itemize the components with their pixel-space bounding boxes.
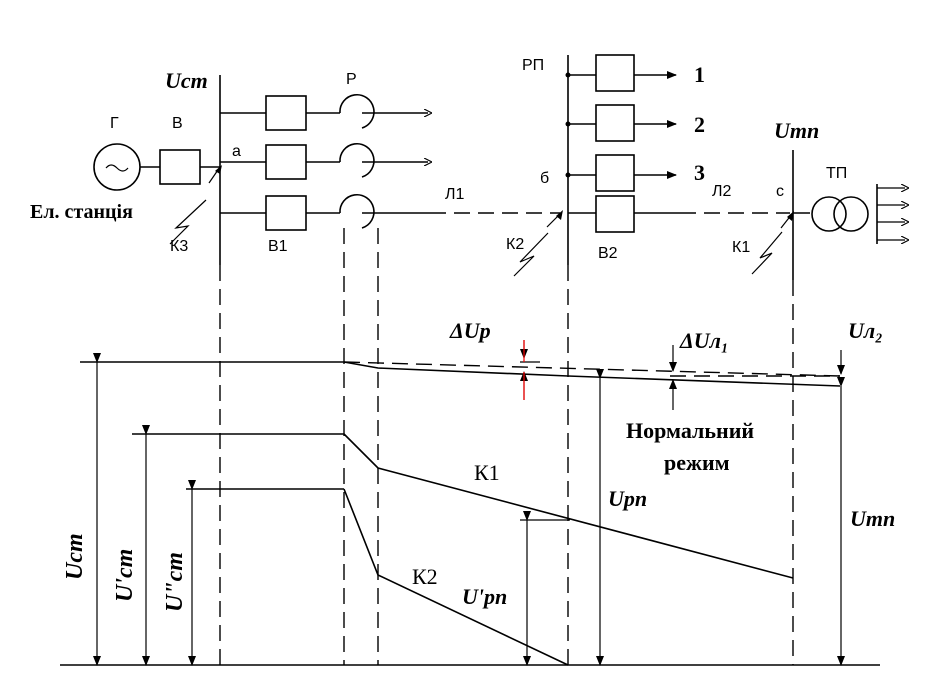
feeder-breaker-1 [265, 95, 307, 131]
label-normal-mode-2: режим [664, 450, 730, 475]
label-u-l2: Uл₂ [848, 318, 883, 343]
label-u-tp-top: Uтп [774, 118, 819, 143]
labels: Uст Г В Р а Ел. станція К3 В1 Л1 РП б К2… [30, 57, 895, 612]
label-k3: К3 [170, 238, 188, 255]
k1-curve [343, 433, 794, 579]
reactor-icon [339, 194, 375, 229]
label-g: Г [110, 115, 119, 132]
voltage-profile [60, 340, 880, 666]
label-rp: РП [522, 57, 544, 74]
label-u-rp-prime: U'рп [462, 584, 507, 609]
label-u-st-top: Uст [165, 68, 208, 93]
label-v1: В1 [268, 238, 288, 255]
label-k1-top: К1 [732, 239, 750, 256]
transformer-icon [811, 196, 869, 232]
label-k2-top: К2 [506, 236, 524, 253]
breaker-v [159, 149, 201, 185]
lightning-icon [169, 199, 207, 245]
label-out-3: 3 [694, 160, 705, 185]
label-u-st: Uст [62, 533, 88, 580]
label-u-tp-bottom: Uтп [850, 506, 895, 531]
label-tp: ТП [826, 165, 847, 182]
feeder-breaker-2 [265, 144, 307, 180]
label-out-1: 1 [694, 62, 705, 87]
fault-point-a [215, 165, 222, 174]
label-delta-ur: ΔUр [449, 318, 491, 343]
projection-lines [219, 228, 794, 665]
label-b: б [540, 170, 549, 187]
label-a: а [232, 143, 241, 160]
lightning-icon [513, 232, 549, 277]
label-u-st-prime: U'ст [112, 549, 138, 602]
normal-mode-curve [343, 361, 841, 387]
label-l2: Л2 [712, 183, 732, 200]
reactor-icon [339, 94, 375, 129]
label-el-station: Ел. станція [30, 201, 133, 223]
label-v2: В2 [598, 245, 618, 262]
label-v: В [172, 115, 183, 132]
label-k1-curve: К1 [474, 460, 500, 485]
label-p: Р [346, 71, 357, 88]
schematic [93, 54, 905, 280]
generator-icon [93, 143, 141, 191]
k2-curve [343, 488, 569, 666]
label-normal-mode-1: Нормальний [626, 418, 754, 443]
breaker-v1 [265, 195, 307, 231]
label-k2-curve: К2 [412, 564, 438, 589]
label-delta-ul1: ΔUл₁ [679, 328, 729, 353]
breaker-v2 [595, 195, 635, 233]
label-l1: Л1 [445, 186, 465, 203]
label-out-2: 2 [694, 112, 705, 137]
label-c: с [776, 183, 784, 200]
label-u-st-dprime: U"ст [162, 552, 188, 612]
label-u-rp: Uрп [608, 486, 647, 511]
reactor-icon [339, 143, 375, 178]
lightning-icon [751, 231, 783, 275]
